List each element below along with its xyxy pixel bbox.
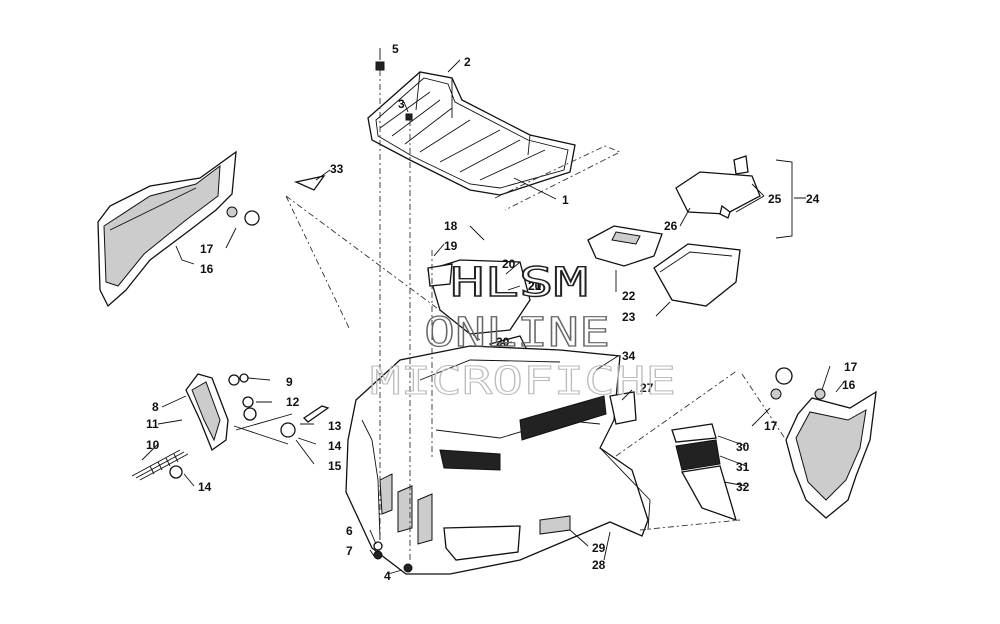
callout: 16 bbox=[842, 378, 856, 392]
callout: 30 bbox=[736, 440, 750, 454]
storage-box-cover bbox=[587, 225, 663, 267]
decal-outline bbox=[615, 369, 741, 531]
bracket-27 bbox=[609, 391, 637, 425]
spring-10-11 bbox=[131, 449, 189, 481]
watermark-line-1: HLSM bbox=[450, 260, 588, 306]
right-side-panel bbox=[785, 390, 877, 519]
callout: 34 bbox=[622, 349, 636, 363]
leader-lines bbox=[141, 48, 845, 575]
callout: 20 bbox=[502, 257, 516, 271]
front-fender bbox=[345, 345, 651, 575]
bolt-13 bbox=[302, 405, 330, 423]
headlight-pod bbox=[185, 373, 229, 452]
callout: 17 bbox=[764, 419, 778, 433]
fastener-17-left bbox=[226, 206, 260, 226]
callout: 14 bbox=[198, 480, 212, 494]
callout: 8 bbox=[152, 400, 159, 414]
watermark-line-2: ONLINE bbox=[424, 310, 610, 356]
storage-box bbox=[653, 243, 741, 307]
callout: 9 bbox=[286, 375, 293, 389]
washer-14 bbox=[169, 465, 183, 479]
fastener-17-right bbox=[770, 367, 826, 400]
callout: 14 bbox=[328, 439, 342, 453]
watermark-line-3: MICROFICHE bbox=[370, 359, 676, 403]
callout: 24 bbox=[806, 192, 820, 206]
callout: 31 bbox=[736, 460, 750, 474]
callout: 22 bbox=[622, 289, 636, 303]
callout: 17 bbox=[844, 360, 858, 374]
callout: 17 bbox=[200, 242, 214, 256]
callout: 26 bbox=[664, 219, 678, 233]
callout: 3 bbox=[398, 97, 405, 111]
callout: 29 bbox=[592, 541, 606, 555]
callout: 11 bbox=[146, 417, 159, 431]
callout: 20 bbox=[528, 279, 542, 293]
callout: 18 bbox=[444, 219, 458, 233]
callout: 32 bbox=[736, 480, 750, 494]
callout: 1 bbox=[562, 193, 569, 207]
callout: 28 bbox=[592, 558, 606, 572]
callout: 23 bbox=[622, 310, 636, 324]
callout: 2 bbox=[464, 55, 471, 69]
decal-33 bbox=[293, 175, 326, 191]
callout: 5 bbox=[392, 42, 399, 56]
callout: 15 bbox=[328, 459, 342, 473]
fastener-9 bbox=[228, 373, 249, 386]
front-rack bbox=[367, 71, 576, 196]
callout: 21 bbox=[528, 279, 542, 293]
callout: 33 bbox=[330, 162, 344, 176]
fastener-12 bbox=[242, 396, 257, 421]
callout: 7 bbox=[346, 544, 353, 558]
watermark: HLSM ONLINE MICROFICHE bbox=[370, 259, 677, 403]
decal-set bbox=[671, 423, 737, 522]
handlebar-cover bbox=[427, 259, 531, 357]
left-side-panel bbox=[97, 150, 237, 308]
rack-outline-1 bbox=[494, 145, 622, 211]
storage-lid bbox=[675, 155, 761, 219]
callout: 13 bbox=[328, 419, 342, 433]
callout: 4 bbox=[384, 569, 391, 583]
callout: 20 bbox=[496, 335, 510, 349]
callout: 19 bbox=[444, 239, 458, 253]
callout: 12 bbox=[286, 395, 300, 409]
callout: 10 bbox=[146, 438, 160, 452]
callout: 25 bbox=[768, 192, 782, 206]
callout: 6 bbox=[346, 524, 353, 538]
callout: 16 bbox=[200, 262, 214, 276]
callout: 27 bbox=[640, 381, 654, 395]
callout-labels: 1 2 3 4 5 6 7 8 9 10 11 12 13 14 14 15 1… bbox=[146, 42, 858, 583]
grommet-15 bbox=[280, 422, 296, 438]
